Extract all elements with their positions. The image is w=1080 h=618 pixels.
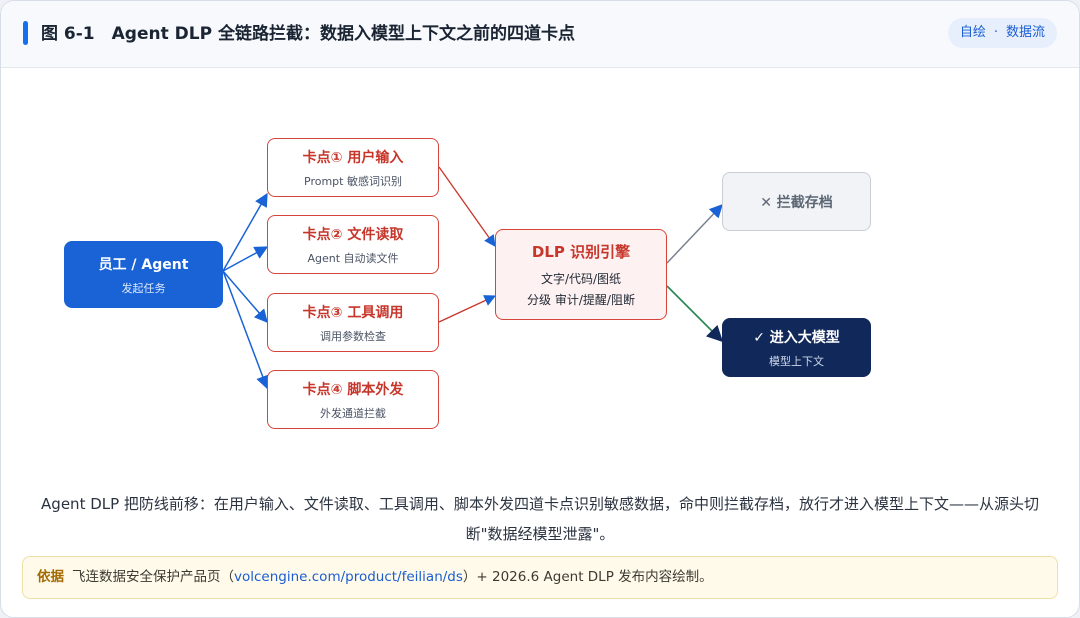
badge-origin: 自绘 xyxy=(959,25,986,40)
block-archive-node: ✕ 拦截存档 xyxy=(722,172,871,231)
checkpoint-1-subtitle: Prompt 敏感词识别 xyxy=(304,174,402,188)
checkpoint-1-node: 卡点① 用户输入 Prompt 敏感词识别 xyxy=(267,138,439,197)
enter-model-node: ✓ 进入大模型 模型上下文 xyxy=(722,318,871,377)
arrow-checkpoint-3-to-engine xyxy=(438,295,497,323)
checkpoint-4-subtitle: 外发通道拦截 xyxy=(320,406,386,420)
arrow-engine-to-pass xyxy=(666,285,724,343)
arrow-checkpoint-1-to-engine xyxy=(438,166,496,247)
source-note: 依据飞连数据安全保护产品页（volcengine.com/product/fei… xyxy=(22,556,1058,599)
checkpoint-4-node: 卡点④ 脚本外发 外发通道拦截 xyxy=(267,370,439,429)
source-link[interactable]: volcengine.com/product/feilian/ds xyxy=(234,569,463,585)
checkpoint-2-subtitle: Agent 自动读文件 xyxy=(307,251,399,265)
engine-outcome-arrows xyxy=(666,204,724,343)
badge-separator: · xyxy=(993,25,998,40)
checkpoint-3-title: 卡点③ 工具调用 xyxy=(302,304,404,321)
block-title: ✕ 拦截存档 xyxy=(760,194,833,211)
checkpoint-3-node: 卡点③ 工具调用 调用参数检查 xyxy=(267,293,439,352)
checkpoint-4-title: 卡点④ 脚本外发 xyxy=(302,381,404,398)
figure-badge: 自绘 · 数据流 xyxy=(947,18,1057,48)
source-title: 员工 / Agent xyxy=(98,256,189,273)
pass-subtitle: 模型上下文 xyxy=(769,354,824,368)
checkpoint-1-title: 卡点① 用户输入 xyxy=(302,149,404,166)
arrow-engine-to-block xyxy=(666,204,723,264)
arrow-source-to-checkpoint-3 xyxy=(222,270,268,324)
source-to-checkpoint-arrows xyxy=(222,192,270,390)
checkpoint-3-subtitle: 调用参数检查 xyxy=(320,329,386,343)
source-label: 依据 xyxy=(37,569,64,585)
figure-caption: Agent DLP 把防线前移：在用户输入、文件读取、工具调用、脚本外发四道卡点… xyxy=(41,495,1039,543)
source-text-after: ）+ 2026.6 Agent DLP 发布内容绘制。 xyxy=(462,569,713,585)
engine-actions: 分级 审计/提醒/阻断 xyxy=(527,293,635,307)
dlp-engine-node: DLP 识别引擎 文字/代码/图纸 分级 审计/提醒/阻断 xyxy=(495,229,667,320)
arrow-source-to-checkpoint-4 xyxy=(222,270,270,390)
engine-title: DLP 识别引擎 xyxy=(531,243,631,261)
figure-title: 图 6-1 Agent DLP 全链路拦截：数据入模型上下文之前的四道卡点 xyxy=(41,24,575,44)
checkpoint-2-title: 卡点② 文件读取 xyxy=(302,226,404,243)
source-subtitle: 发起任务 xyxy=(121,281,166,295)
title-accent-bar xyxy=(23,21,28,45)
source-node: 员工 / Agent 发起任务 xyxy=(64,241,223,308)
checkpoint-to-engine-arrows xyxy=(438,166,497,323)
engine-detect-types: 文字/代码/图纸 xyxy=(540,272,622,286)
flow-arrows xyxy=(222,166,724,390)
source-text-before: 飞连数据安全保护产品页（ xyxy=(72,569,234,585)
arrow-source-to-checkpoint-2 xyxy=(222,246,269,272)
arrow-source-to-checkpoint-1 xyxy=(222,192,268,272)
pass-title: ✓ 进入大模型 xyxy=(753,329,840,346)
checkpoint-2-node: 卡点② 文件读取 Agent 自动读文件 xyxy=(267,215,439,274)
badge-type: 数据流 xyxy=(1005,25,1045,40)
figure-header: 图 6-1 Agent DLP 全链路拦截：数据入模型上下文之前的四道卡点 自绘… xyxy=(1,1,1079,68)
